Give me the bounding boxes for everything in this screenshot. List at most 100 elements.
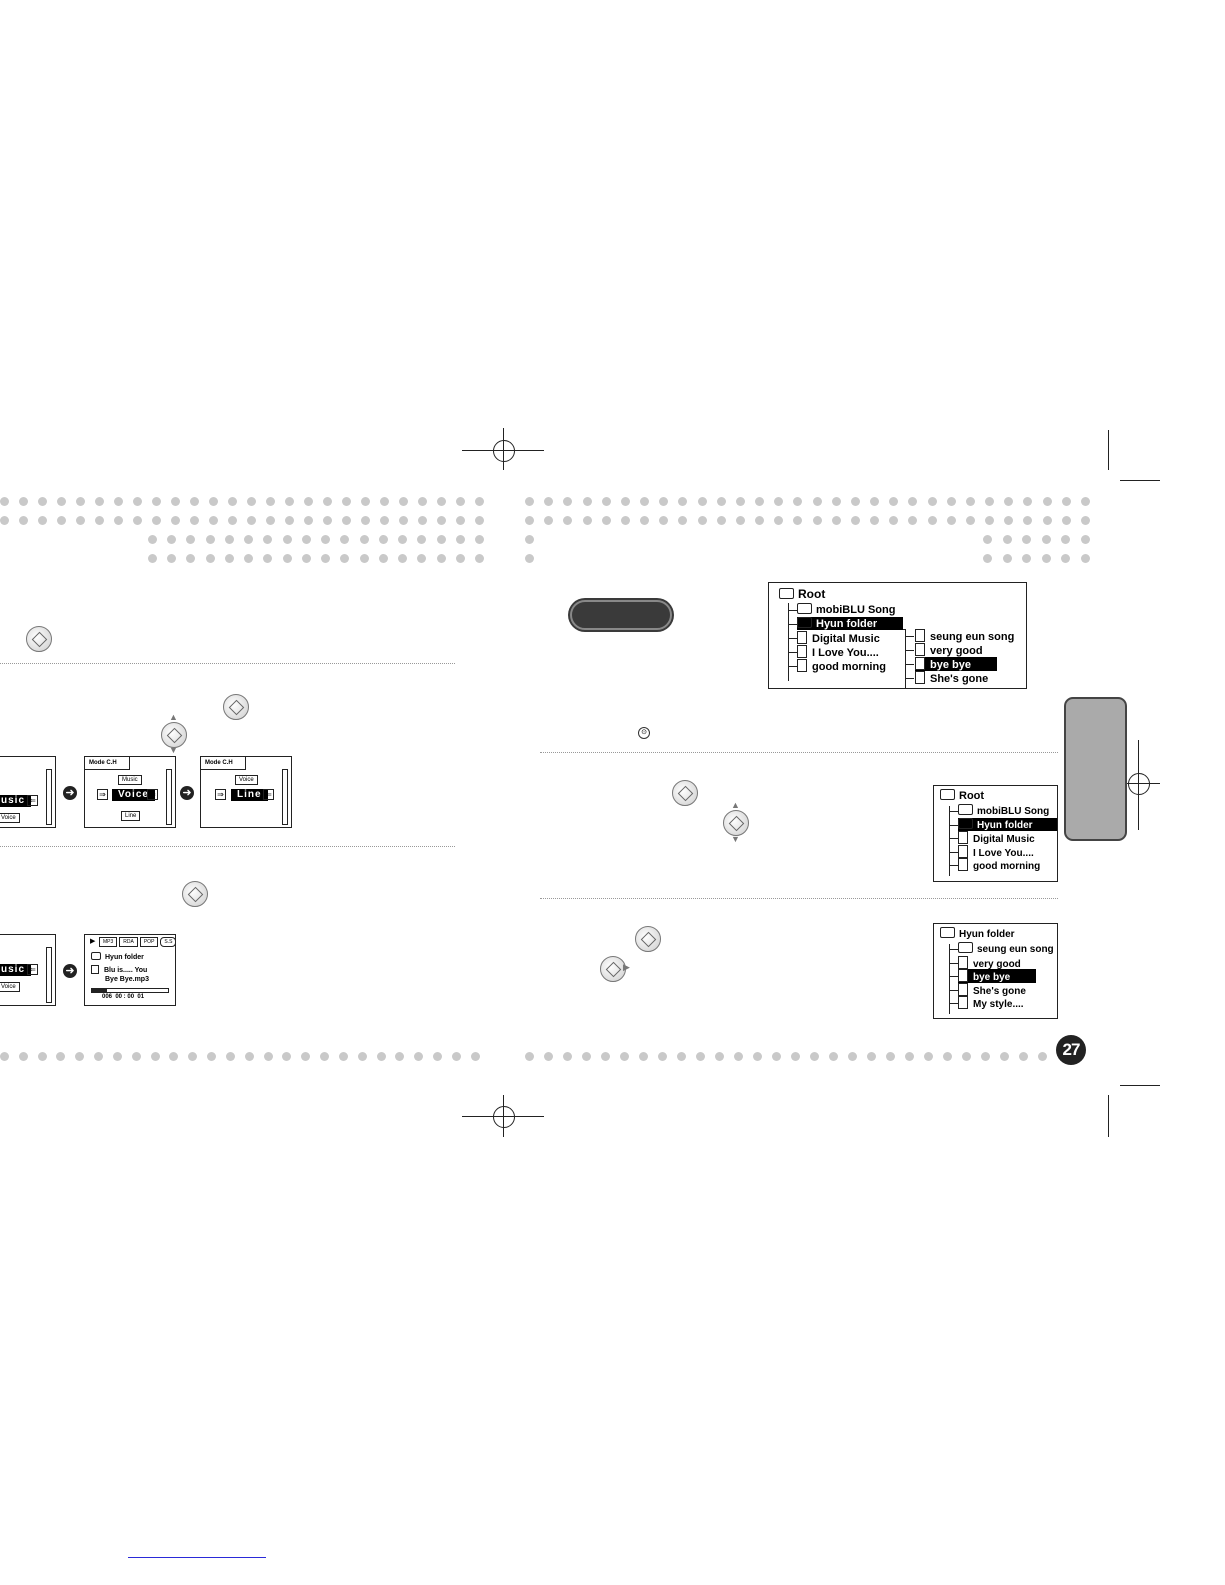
decorative-dot (793, 497, 803, 506)
decorative-dot (190, 497, 199, 506)
decorative-dot (943, 1052, 952, 1061)
tree-line (905, 629, 906, 688)
decorative-dot (285, 516, 294, 525)
folder-icon (779, 588, 794, 599)
decorative-dot (456, 516, 465, 525)
decorative-dot (224, 535, 234, 544)
lcd-screen: Mode C.H Voice ⇒ Line ⇐ (200, 756, 292, 828)
decorative-dot (398, 535, 408, 544)
mode-option: Voice (0, 813, 20, 823)
mode-option: Voice (0, 982, 20, 992)
decorative-dot (95, 516, 104, 525)
tree-item-label: good morning (812, 661, 886, 673)
decorative-dot (908, 516, 918, 525)
decorative-dot (1023, 516, 1033, 525)
decorative-dot (186, 535, 196, 544)
decorative-dot-row (0, 497, 484, 506)
folder-icon (958, 817, 973, 829)
decorative-dot (639, 1052, 648, 1061)
file-icon (915, 643, 925, 656)
decorative-dot (525, 1052, 534, 1061)
decorative-dot (417, 535, 427, 544)
decorative-dot (965, 497, 975, 506)
file-icon (797, 659, 807, 672)
file-icon (797, 631, 807, 644)
tree-item: bye bye (958, 969, 1037, 983)
section-label-pill (570, 600, 672, 630)
tree-item: My style.... (958, 996, 1024, 1010)
decorative-dot (1002, 535, 1012, 544)
decorative-dot (850, 516, 860, 525)
decorative-dot (436, 554, 446, 563)
decorative-dot (321, 554, 331, 563)
decorative-dot (474, 554, 484, 563)
tree-item-label: Hyun folder (977, 819, 1033, 831)
decorative-dot (1019, 1052, 1028, 1061)
decorative-dot (152, 516, 161, 525)
decorative-dot (301, 554, 311, 563)
decorative-dot (640, 497, 650, 506)
decorative-dot (620, 516, 630, 525)
decorative-dot (359, 535, 369, 544)
next-arrow-icon: ➜ (63, 964, 77, 978)
decorative-dot (525, 554, 534, 563)
decorative-dot (659, 516, 669, 525)
down-arrow-icon: ▼ (731, 834, 740, 844)
decorative-dot (433, 1052, 443, 1061)
folder-icon (940, 789, 955, 800)
decorative-dot (131, 1052, 141, 1061)
decorative-dot (188, 1052, 198, 1061)
decorative-dot-row (525, 1052, 1047, 1061)
decorative-dot (582, 516, 592, 525)
decorative-dot (359, 554, 369, 563)
tree-line (950, 949, 958, 950)
decorative-dot-row (525, 497, 1090, 506)
decorative-dot (1080, 535, 1090, 544)
decorative-dot (94, 1052, 104, 1061)
tree-item: good morning (797, 659, 886, 673)
decorative-dot (266, 516, 275, 525)
folder-icon (958, 942, 973, 953)
decorative-dot (38, 516, 47, 525)
decorative-dot (620, 1052, 629, 1061)
lcd-title: Mode C.H (205, 760, 233, 766)
decorative-dot (148, 554, 157, 563)
decorative-dot (247, 497, 256, 506)
decorative-dot (150, 1052, 160, 1061)
selected-mode: usic (0, 964, 32, 976)
time-counter: 006 00 : 00 01 (102, 994, 145, 1000)
scrollbar (46, 947, 52, 1003)
decorative-dot (18, 1052, 28, 1061)
tree-line (789, 652, 797, 653)
tree-item: I Love You.... (797, 645, 879, 659)
decorative-dot (169, 1052, 179, 1061)
up-arrow-icon: ▲ (169, 712, 178, 722)
decorative-dot (395, 1052, 405, 1061)
decorative-dot (114, 497, 123, 506)
decorative-dot (436, 535, 446, 544)
decorative-dot (19, 497, 28, 506)
artist-row: Blu is..... You (91, 965, 147, 974)
decorative-dot (601, 1052, 610, 1061)
menu-button-icon (672, 780, 698, 806)
folder-icon (797, 603, 812, 614)
tree-item-label: My style.... (973, 999, 1024, 1010)
tree-root: Root (779, 587, 825, 601)
decorative-dot (301, 1052, 311, 1061)
enter-arrow-icon: ⇐ (27, 795, 38, 806)
decorative-dot (927, 516, 937, 525)
decorative-dot (414, 1052, 424, 1061)
tree-line (788, 603, 789, 681)
tree-subitem: very good (915, 643, 983, 657)
decorative-dot (321, 535, 331, 544)
menu-button-icon (26, 626, 52, 652)
decorative-dot (1004, 516, 1014, 525)
chapter-side-tab (1064, 697, 1127, 841)
scrollbar (282, 769, 288, 825)
decorative-dot (340, 535, 350, 544)
menu-button-icon (635, 926, 661, 952)
tree-item: good morning (958, 858, 1040, 872)
decorative-dot (247, 516, 256, 525)
tree-line (789, 610, 797, 611)
